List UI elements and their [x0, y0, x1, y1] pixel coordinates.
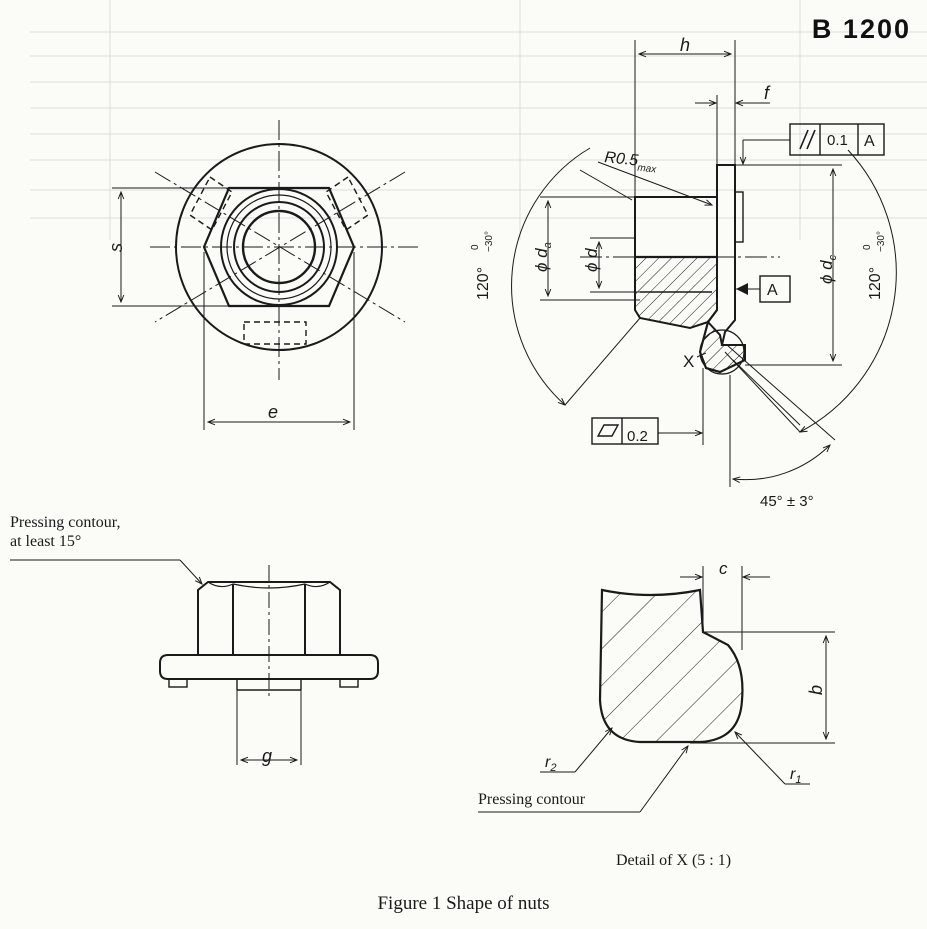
- dim-label-e: e: [268, 402, 278, 422]
- pressing-contour-label: Pressing contour: [478, 791, 586, 808]
- radius-r05-label: R0.5max: [603, 149, 659, 175]
- detail-x-marker: X: [683, 352, 694, 371]
- bleed-through-table: [30, 0, 927, 240]
- radius-r2-label: r2: [545, 754, 556, 774]
- dim-label-f: f: [764, 83, 771, 103]
- dim-label-da: ϕ da: [532, 242, 554, 272]
- parallelism-datum: A: [864, 133, 875, 150]
- angle-120-left-lower: −30°: [484, 231, 495, 252]
- figure-caption: Figure 1 Shape of nuts: [377, 893, 550, 914]
- dim-label-b: b: [806, 685, 826, 695]
- dim-label-g: g: [262, 746, 272, 766]
- dim-label-c: c: [719, 559, 728, 578]
- radius-r1-label: r1: [790, 766, 801, 786]
- pressing-note-line-1: Pressing contour,: [10, 514, 121, 531]
- pressing-contour-note: Pressing contour, at least 15°: [10, 513, 120, 551]
- pressing-note-line-2: at least 15°: [10, 533, 82, 550]
- standard-number: B 1200: [811, 14, 911, 44]
- parallelism-tolerance: 0.1: [827, 132, 848, 149]
- angle-45-label: 45° ± 3°: [760, 493, 814, 510]
- angle-120-left: 120°: [475, 267, 492, 300]
- detail-x: [478, 566, 835, 813]
- dim-label-s: s: [106, 243, 126, 252]
- dim-label-d: ϕ d: [582, 248, 601, 272]
- nut-top-view: [112, 120, 420, 430]
- dim-label-h: h: [680, 35, 690, 55]
- datum-a-label: A: [767, 282, 778, 299]
- angle-120-left-upper: 0: [470, 244, 481, 250]
- angle-120-right-upper: 0: [862, 244, 873, 250]
- nut-front-view: [10, 559, 379, 765]
- angle-120-right: 120°: [867, 267, 884, 300]
- nut-side-section: [511, 40, 897, 487]
- angle-120-right-lower: −30°: [876, 231, 887, 252]
- dim-label-dc: ϕ dc: [817, 254, 839, 284]
- detail-caption: Detail of X (5 : 1): [616, 852, 732, 869]
- flatness-tolerance: 0.2: [627, 428, 648, 445]
